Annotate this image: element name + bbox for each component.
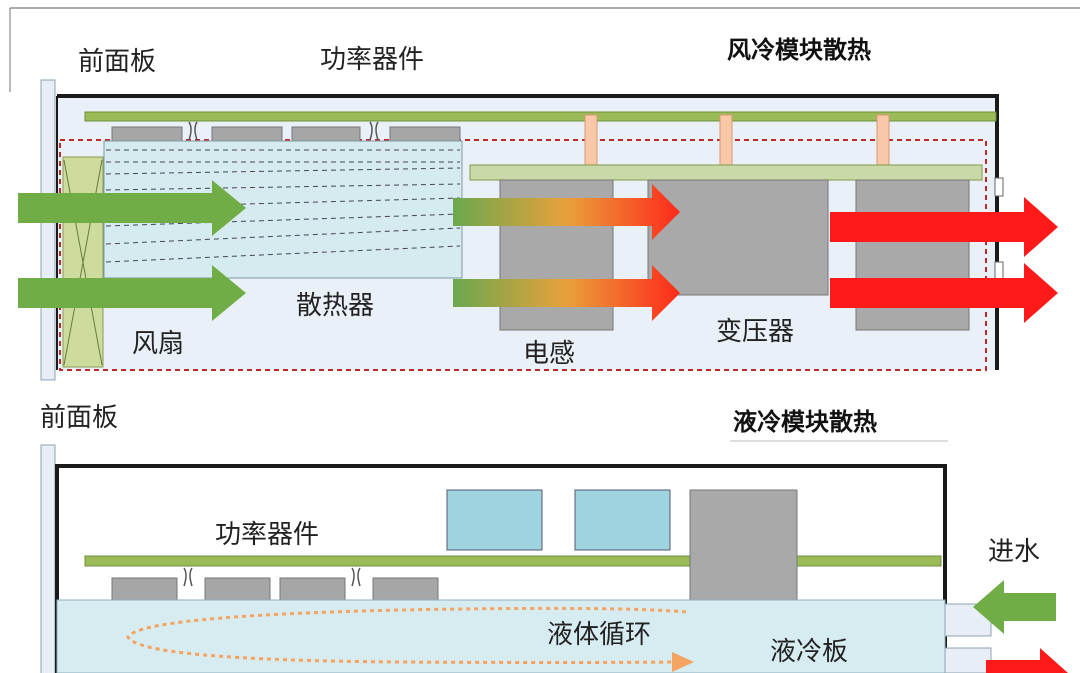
water-in-label: 进水 xyxy=(988,537,1040,567)
air-cooling-section: 前面板 功率器件 风冷模块散热 散热器 风扇 电感 变压器 xyxy=(9,7,1080,381)
cold-plate-label: 液冷板 xyxy=(770,637,848,667)
airflow-arrow-out xyxy=(830,197,1058,257)
water-outlet-port xyxy=(944,647,992,673)
chip-pins xyxy=(188,121,198,141)
airflow-arrow-heating xyxy=(453,184,680,240)
power-device-chip xyxy=(204,577,271,601)
air-boundary-dashed xyxy=(59,139,987,371)
inductor-label: 电感 xyxy=(523,339,575,369)
liquid-module-enclosure xyxy=(55,464,947,673)
air-front-panel-label: 前面板 xyxy=(78,47,156,77)
liquid-pcb-board xyxy=(84,555,942,567)
air-pcb-board xyxy=(84,111,997,122)
air-power-devices-label: 功率器件 xyxy=(320,45,424,75)
liquid-circulation-label: 液体循环 xyxy=(547,620,651,650)
liquid-front-panel xyxy=(40,444,56,673)
power-device-chip xyxy=(389,126,461,142)
component-tile xyxy=(446,489,543,551)
liquid-section-title: 液冷模块散热 xyxy=(733,408,877,436)
chip-pins xyxy=(351,567,361,587)
heatsink-label: 散热器 xyxy=(296,291,374,321)
chip-pins xyxy=(183,567,193,587)
transformer-label: 变压器 xyxy=(716,317,794,347)
power-device-chip xyxy=(111,126,183,142)
liquid-power-devices-label: 功率器件 xyxy=(215,520,319,550)
airflow-arrow-out xyxy=(830,263,1058,323)
liquid-cooling-section: 前面板 液冷模块散热 功率器件 进水 xyxy=(40,403,1068,673)
liquid-circulation-arrowhead xyxy=(672,652,694,672)
air-front-panel xyxy=(40,79,56,381)
chip-pins xyxy=(369,121,379,141)
power-device-chip xyxy=(211,126,283,142)
cold-plate xyxy=(56,599,946,673)
air-section-title: 风冷模块散热 xyxy=(727,36,871,64)
liquid-circulation-path xyxy=(126,606,687,664)
water-in-arrow xyxy=(973,580,1056,634)
airflow-arrow-heating xyxy=(453,265,680,321)
vent-slot xyxy=(994,177,1004,197)
vent-slot xyxy=(994,261,1004,281)
power-device-chip xyxy=(111,577,178,601)
water-out-arrow xyxy=(986,648,1068,673)
airflow-arrow-in xyxy=(18,265,246,321)
air-pcb-lower xyxy=(469,164,983,181)
component-tile xyxy=(574,489,671,551)
power-device-chip xyxy=(279,577,346,601)
liquid-front-panel-label: 前面板 xyxy=(40,403,118,433)
airflow-arrow-in xyxy=(18,180,246,236)
power-device-chip xyxy=(291,126,361,142)
tall-component-block xyxy=(689,489,798,601)
transformer-block xyxy=(647,179,829,296)
fan-label: 风扇 xyxy=(132,329,184,359)
heatsink-fins xyxy=(105,149,461,263)
support-post xyxy=(584,114,598,166)
support-post xyxy=(719,114,733,166)
support-post xyxy=(876,114,890,166)
power-device-chip xyxy=(372,577,439,601)
